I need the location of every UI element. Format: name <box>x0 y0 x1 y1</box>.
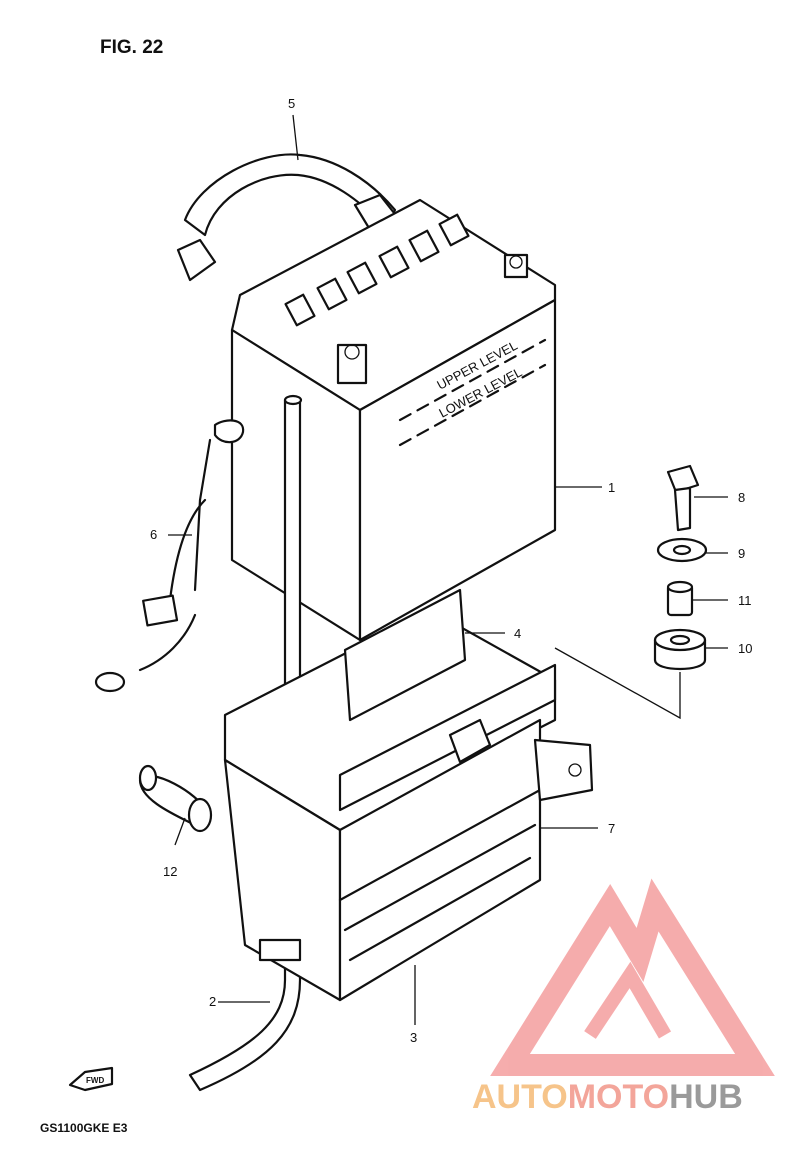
callout-2: 2 <box>209 994 216 1009</box>
fwd-arrow-icon: FWD <box>68 1066 114 1092</box>
watermark-logo <box>490 878 775 1076</box>
callout-6: 6 <box>150 527 157 542</box>
battery-terminal-positive <box>336 343 368 385</box>
watermark-moto: MOTO <box>568 1078 669 1116</box>
washer <box>656 537 708 563</box>
watermark-triangle-icon <box>490 878 775 1076</box>
lead-wire <box>94 419 245 693</box>
callout-9: 9 <box>738 546 745 561</box>
cushion <box>653 628 707 670</box>
spacer <box>666 580 694 617</box>
battery-cell-caps <box>284 213 470 327</box>
watermark-text: AUTOMOTOHUB <box>472 1078 743 1116</box>
callout-7: 7 <box>608 821 615 836</box>
callout-1: 1 <box>608 480 615 495</box>
leader-lines <box>168 114 728 1025</box>
callout-3: 3 <box>410 1030 417 1045</box>
bolt <box>666 464 700 532</box>
battery-terminal-negative <box>503 253 529 279</box>
battery: UPPER LEVEL LOWER LEVEL <box>230 198 557 642</box>
callout-labels: 5 1 2 3 4 6 7 8 9 11 10 12 <box>150 96 752 1045</box>
grommet <box>138 764 213 833</box>
callout-10: 10 <box>738 641 752 656</box>
callout-11: 11 <box>738 593 752 608</box>
callout-4: 4 <box>514 626 521 641</box>
fwd-label: FWD <box>86 1076 104 1085</box>
svg-text:AUTOMOTOHUB: AUTOMOTOHUB <box>472 1078 743 1116</box>
model-code: GS1100GKE E3 <box>40 1121 128 1135</box>
callout-5: 5 <box>288 96 295 111</box>
breather-tube <box>188 394 303 1092</box>
callout-8: 8 <box>738 490 745 505</box>
callout-12: 12 <box>163 864 177 879</box>
figure-title: FIG. 22 <box>100 37 163 58</box>
watermark-hub: HUB <box>669 1078 743 1116</box>
battery-holder <box>223 588 594 1002</box>
watermark-auto: AUTO <box>472 1078 568 1116</box>
